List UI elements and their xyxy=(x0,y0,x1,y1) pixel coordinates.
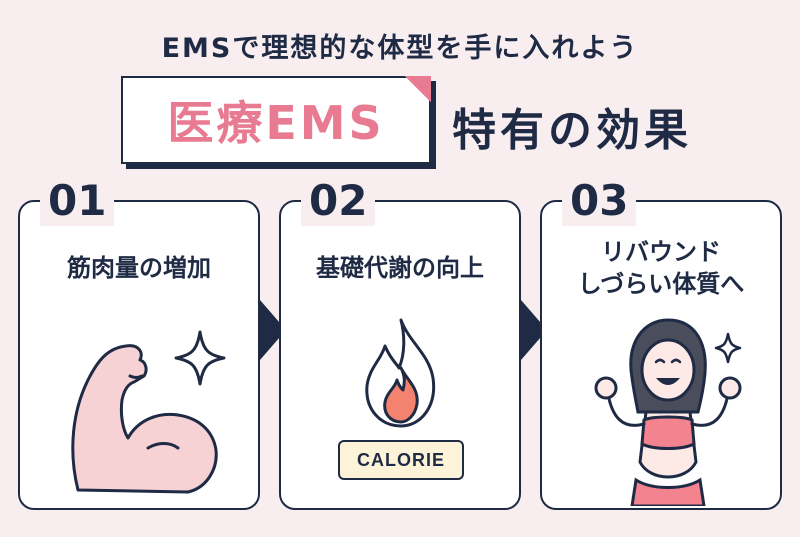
subtitle: EMSで理想的な体型を手に入れよう xyxy=(161,33,639,64)
flexed-arm-sparkle-icon xyxy=(71,330,226,494)
happy-woman-icon xyxy=(594,318,742,506)
card-number: 01 xyxy=(40,176,115,226)
flame-icon xyxy=(365,318,436,428)
corner-accent xyxy=(405,76,431,102)
card-label: リバウンド しづらい体質へ xyxy=(542,236,780,300)
card-muscle: 01 筋肉量の増加 xyxy=(18,176,260,510)
title-highlight: 医療EMS xyxy=(167,96,385,150)
card-rebound: 03 リバウンド しづらい体質へ xyxy=(540,176,782,510)
calorie-badge: CALORIE xyxy=(338,440,464,480)
title-highlight-box: 医療EMS xyxy=(121,76,431,164)
card-number: 02 xyxy=(301,176,376,226)
card-label-line2: しづらい体質へ xyxy=(577,270,745,298)
card-number: 03 xyxy=(562,176,637,226)
card-metabolism: 02 基礎代謝の向上 CALORIE xyxy=(279,176,521,510)
card-label-line1: リバウンド xyxy=(601,238,721,266)
title-suffix: 特有の効果 xyxy=(452,105,692,156)
card-label: 基礎代謝の向上 xyxy=(316,254,484,282)
card-label: 筋肉量の増加 xyxy=(67,254,211,282)
